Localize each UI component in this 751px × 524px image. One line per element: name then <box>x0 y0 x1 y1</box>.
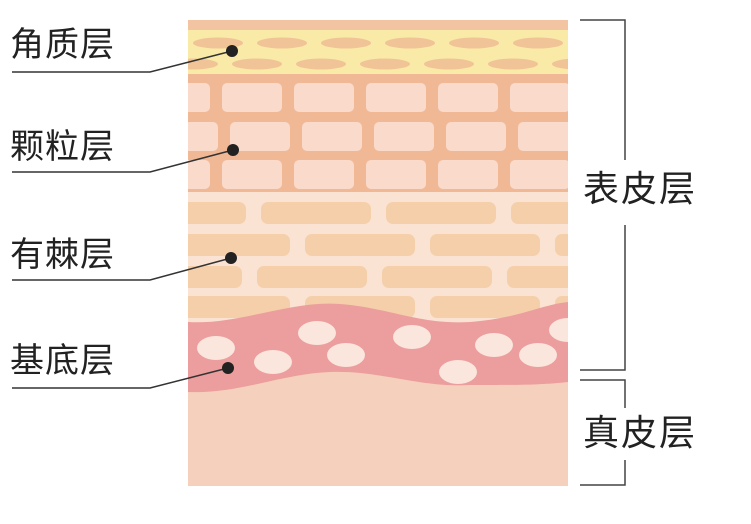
granular-cell <box>510 160 568 189</box>
granular-cell <box>222 83 282 112</box>
label-dermis: 真皮层 <box>583 413 698 454</box>
epidermis-bracket <box>580 19 626 371</box>
basal-cell <box>327 343 365 367</box>
pointer-dot-spinous <box>225 252 237 264</box>
label-stratum-corneum: 角质层 <box>10 25 115 65</box>
spinous-cell <box>507 266 568 288</box>
pointer-line-corneum <box>12 50 233 73</box>
corneum-cell <box>449 37 499 49</box>
label-stratum-basale: 基底层 <box>10 341 115 381</box>
granular-cell <box>222 160 282 189</box>
basal-cell <box>298 321 336 345</box>
granular-cell <box>374 122 434 151</box>
basal-cell <box>475 333 513 357</box>
label-epidermis: 表皮层 <box>583 169 698 210</box>
pointer-lines <box>12 50 234 389</box>
granular-cell <box>510 83 568 112</box>
basal-cell <box>197 336 235 360</box>
label-stratum-spinosum: 有棘层 <box>10 235 115 275</box>
spinous-cell <box>257 266 367 288</box>
granular-cell <box>446 122 506 151</box>
granular-cell <box>230 122 290 151</box>
spinous-cell <box>430 296 540 318</box>
corneum-cell <box>488 58 538 70</box>
label-stratum-granulosum: 颗粒层 <box>10 127 115 167</box>
spinous-cell <box>261 202 371 224</box>
pointer-dot-basal <box>222 362 234 374</box>
corneum-cell <box>577 38 627 49</box>
basal-cell <box>439 360 477 384</box>
corneum-cell <box>552 58 568 70</box>
granular-cell <box>188 83 210 112</box>
basal-cell <box>393 325 431 349</box>
granular-cell <box>518 122 568 151</box>
granular-cell <box>188 122 218 151</box>
spinous-cell <box>188 234 290 256</box>
granular-cell <box>366 160 426 189</box>
spinous-cell <box>188 202 246 224</box>
pointer-line-basal <box>12 367 229 389</box>
granular-cell <box>366 83 426 112</box>
granular-cell <box>294 160 354 189</box>
pointer-line-spinous <box>12 257 232 281</box>
spinous-cell <box>555 234 568 256</box>
pointer-dot-corneum <box>226 45 238 57</box>
basal-cell <box>254 350 292 374</box>
corneum-cell <box>360 58 410 70</box>
spinous-cell <box>511 202 568 224</box>
corneum-cell <box>513 37 563 49</box>
spinous-cell <box>188 266 242 288</box>
spinous-cell <box>188 296 290 318</box>
spinous-cell <box>555 296 568 318</box>
spinous-cell <box>305 234 415 256</box>
corneum-cell <box>424 58 474 70</box>
granular-cell <box>294 83 354 112</box>
corneum-cell <box>321 37 371 49</box>
corneum-cell <box>257 37 307 49</box>
corneum-cell <box>385 37 435 49</box>
top-strip <box>188 20 568 32</box>
granular-cell <box>438 160 498 189</box>
pointer-dot-granular <box>227 144 239 156</box>
granular-cell <box>188 160 210 189</box>
spinous-cell <box>430 234 540 256</box>
pointer-line-granular <box>12 149 234 173</box>
corneum-cell <box>232 58 282 70</box>
spinous-cell <box>386 202 496 224</box>
spinous-cell <box>382 266 492 288</box>
granular-cell <box>302 122 362 151</box>
corneum-cell <box>296 58 346 70</box>
dermis-bracket <box>580 379 626 486</box>
granular-cell <box>438 83 498 112</box>
basal-cell <box>549 318 568 342</box>
corneum-cell <box>188 58 218 70</box>
basal-cell <box>519 343 557 367</box>
